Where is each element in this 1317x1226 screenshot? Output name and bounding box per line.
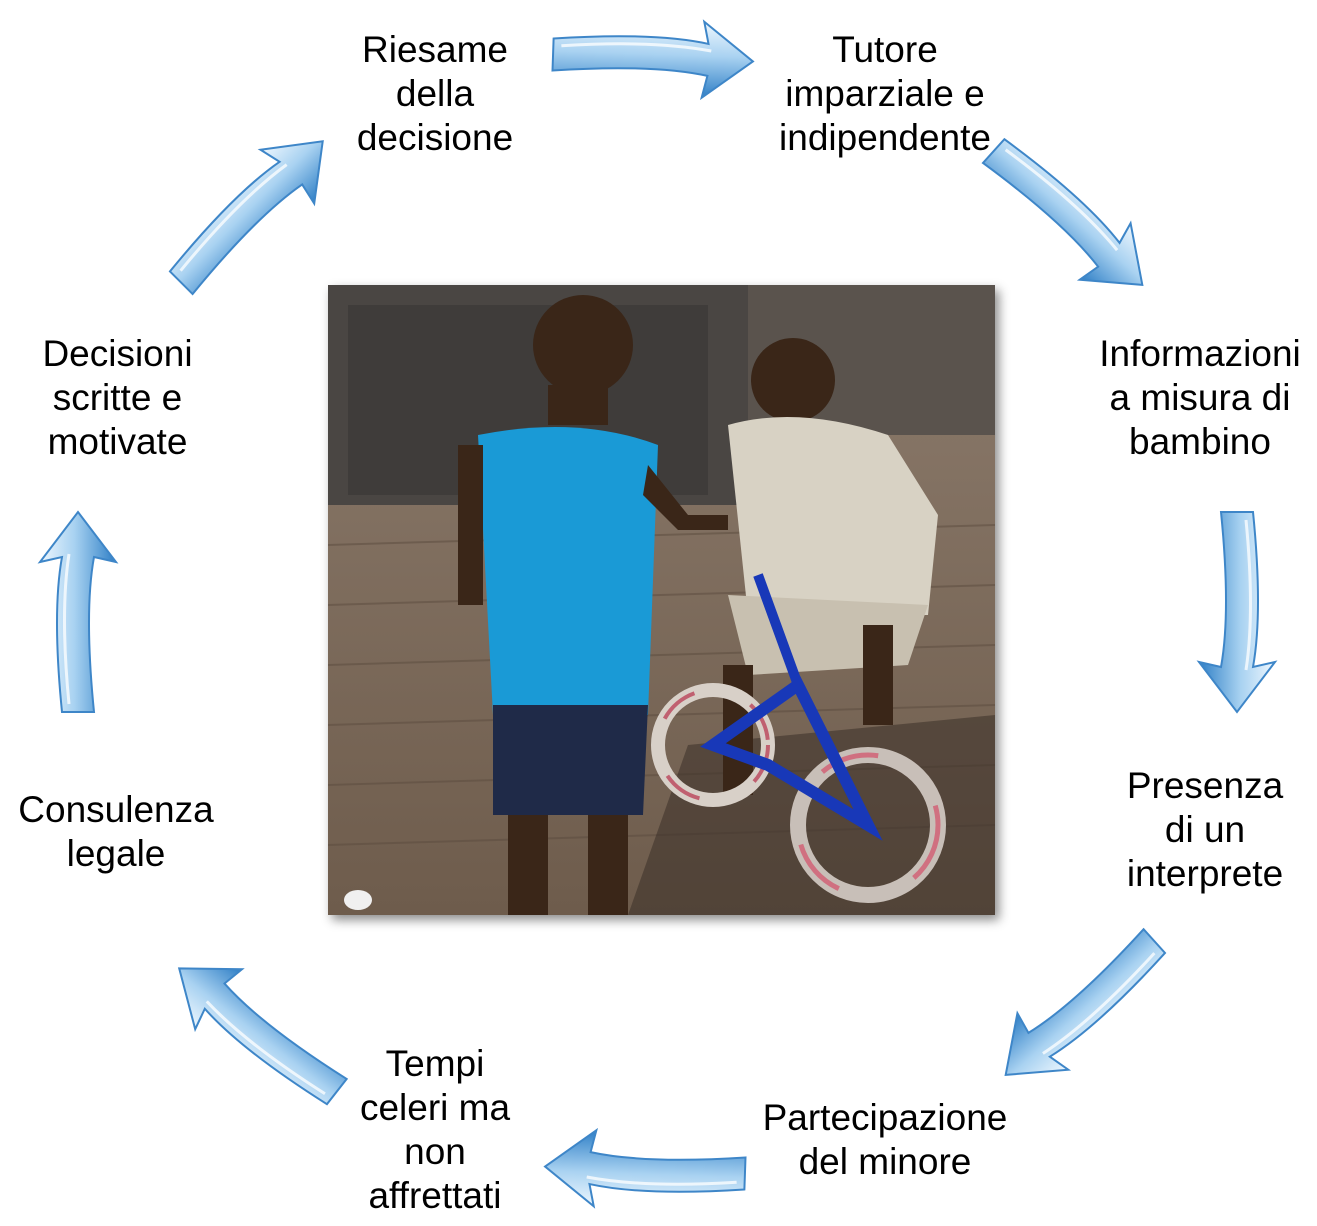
step-consulenza: Consulenza legale bbox=[18, 789, 214, 874]
step-informazioni: Informazioni a misura di bambino bbox=[1099, 333, 1301, 462]
step-tutore: Tutore imparziale e indipendente bbox=[779, 29, 991, 158]
arrow-consulenza-to-decisioni bbox=[38, 510, 118, 714]
arrow-riesame-to-tutore bbox=[550, 15, 756, 101]
step-interprete: Presenza di un interprete bbox=[1126, 765, 1284, 894]
step-partecipazione: Partecipazione del minore bbox=[762, 1097, 1008, 1182]
arrow-decisioni-to-riesame bbox=[152, 112, 352, 312]
step-riesame: Riesame della decisione bbox=[356, 29, 514, 158]
arrow-informazioni-to-interprete bbox=[1197, 510, 1277, 714]
arrow-partecipazione-to-tempi bbox=[542, 1127, 748, 1213]
step-decisioni: Decisioni scritte e motivate bbox=[42, 333, 193, 462]
arrow-interprete-to-partecipazione bbox=[978, 911, 1182, 1105]
step-tempi: Tempi celeri ma non affrettati bbox=[359, 1043, 511, 1216]
children-bicycle-photo bbox=[328, 285, 995, 915]
